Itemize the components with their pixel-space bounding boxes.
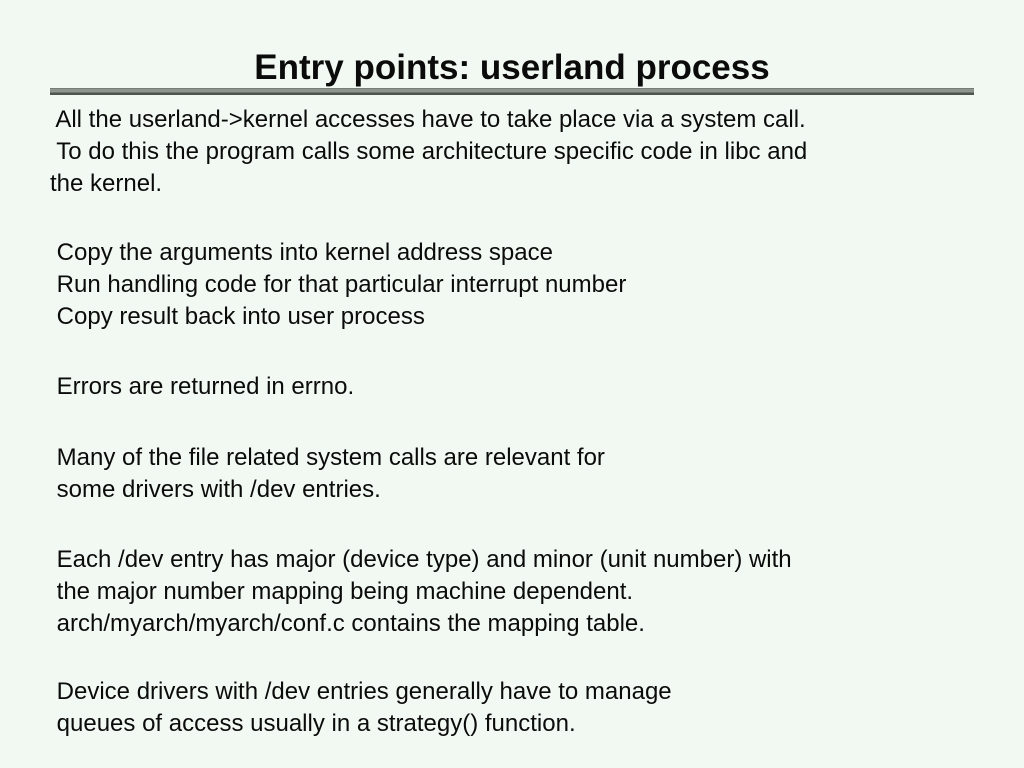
text-line: Errors are returned in errno.	[50, 373, 355, 400]
text-line: Run handling code for that particular in…	[50, 271, 627, 298]
paragraph-strategy-function: Device drivers with /dev entries general…	[50, 676, 1010, 740]
text-line: the kernel.	[50, 170, 163, 197]
text-line: arch/myarch/myarch/conf.c contains the m…	[50, 610, 645, 637]
text-line: Many of the file related system calls ar…	[50, 444, 605, 471]
paragraph-dev-major-minor: Each /dev entry has major (device type) …	[50, 544, 1010, 640]
text-line: To do this the program calls some archit…	[50, 138, 808, 165]
paragraph-syscall-intro: All the userland->kernel accesses have t…	[50, 104, 1010, 200]
text-line: the major number mapping being machine d…	[50, 578, 634, 605]
paragraph-syscall-steps: Copy the arguments into kernel address s…	[50, 237, 1010, 333]
paragraph-file-syscalls: Many of the file related system calls ar…	[50, 442, 1010, 506]
text-line: queues of access usually in a strategy()…	[50, 710, 576, 737]
text-line: Copy result back into user process	[50, 303, 425, 330]
text-line: All the userland->kernel accesses have t…	[50, 106, 806, 133]
slide-title: Entry points: userland process	[254, 48, 770, 87]
text-line: some drivers with /dev entries.	[50, 476, 381, 503]
text-line: Copy the arguments into kernel address s…	[50, 239, 553, 266]
title-divider	[50, 88, 974, 95]
paragraph-errno: Errors are returned in errno.	[50, 371, 1010, 403]
text-line: Device drivers with /dev entries general…	[50, 678, 672, 705]
text-line: Each /dev entry has major (device type) …	[50, 546, 792, 573]
